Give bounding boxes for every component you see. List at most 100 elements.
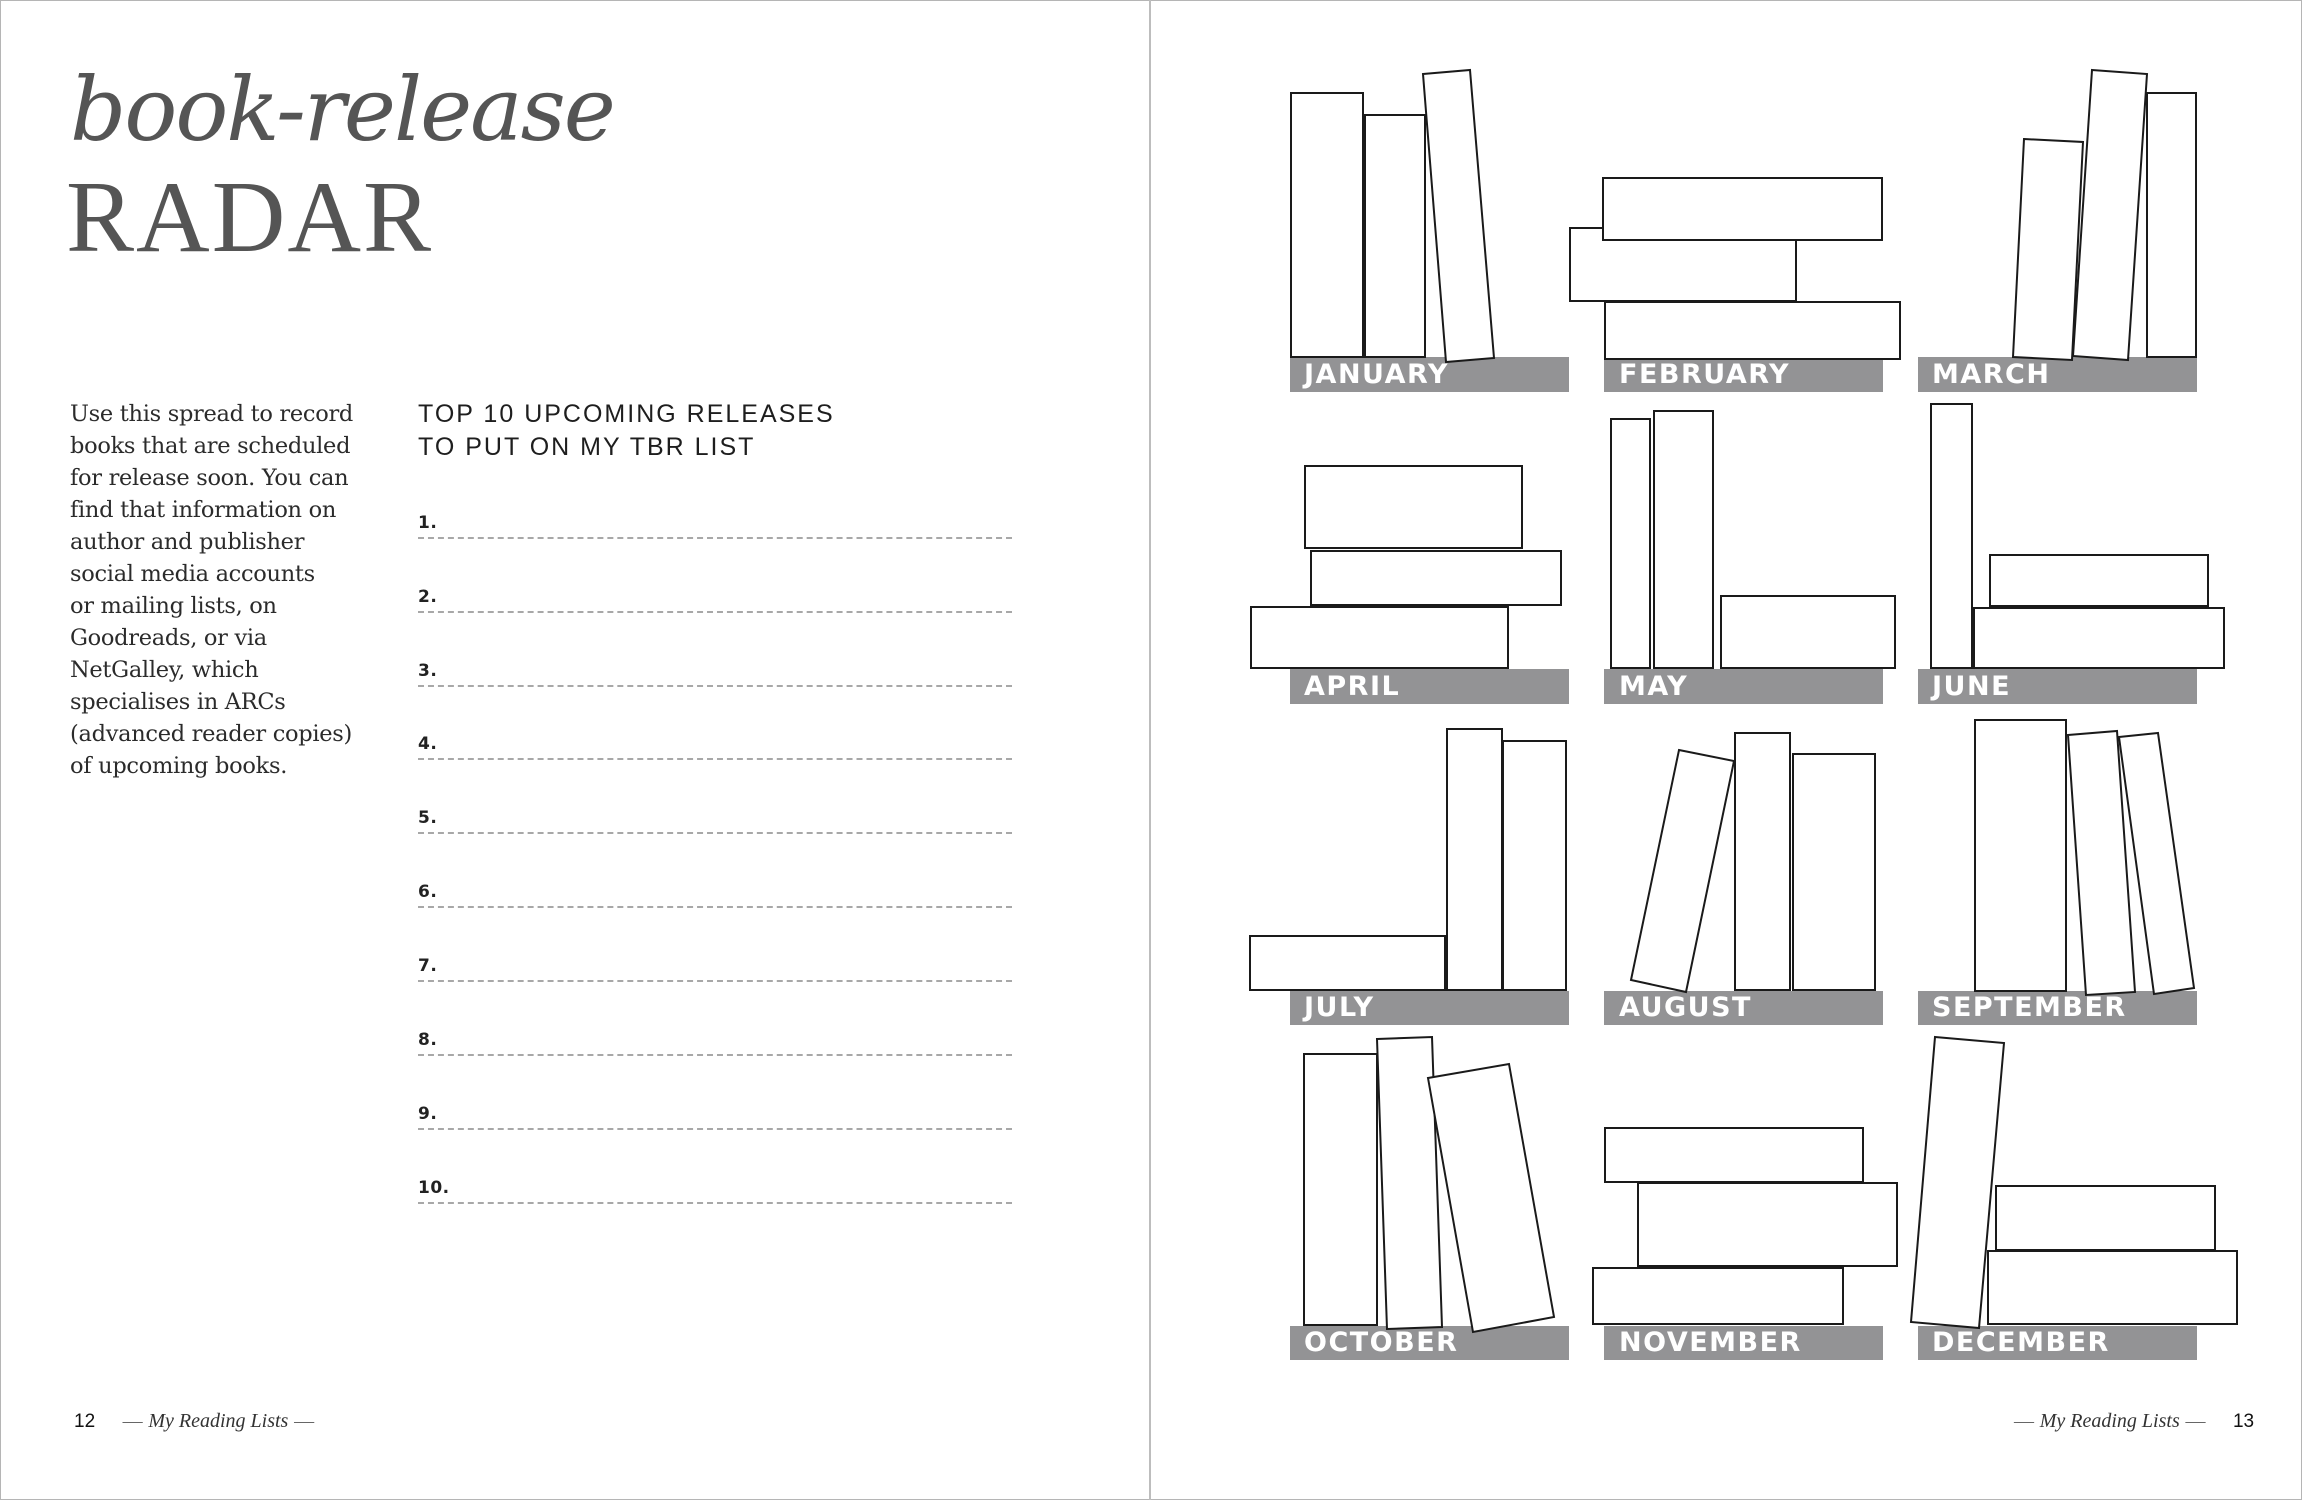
list-number: 1.	[418, 513, 438, 533]
month-label-october: OCTOBER	[1304, 1327, 1459, 1358]
book-icon	[1592, 1267, 1844, 1325]
book-icon	[1610, 418, 1651, 669]
list-number: 4.	[418, 734, 438, 754]
shelf-bar-november	[1604, 1326, 1883, 1360]
book-icon	[1629, 748, 1736, 994]
book-icon	[1421, 68, 1496, 364]
month-label-september: SEPTEMBER	[1932, 992, 2127, 1023]
intro-line: books that are scheduled	[70, 433, 351, 459]
shelf-bar-january	[1290, 357, 1569, 392]
list-number: 2.	[418, 587, 438, 607]
page-title-italic: book-release	[70, 58, 616, 161]
shelf-bar-february	[1604, 359, 1883, 392]
month-label-august: AUGUST	[1619, 992, 1752, 1023]
list-heading-line: TO PUT ON MY TBR LIST	[418, 433, 756, 461]
list-number: 9.	[418, 1104, 438, 1124]
shelf-bar-april	[1290, 669, 1569, 704]
month-label-may: MAY	[1619, 671, 1689, 702]
book-icon	[2066, 729, 2137, 997]
book-icon	[1604, 301, 1901, 360]
shelf-bars	[1290, 357, 2197, 1360]
book-icon	[1250, 606, 1509, 669]
book-icon	[2146, 92, 2197, 358]
folio-dash: —	[294, 1410, 315, 1432]
book-icon	[1375, 1035, 1444, 1331]
right-folio: — My Reading Lists — 13	[2014, 1410, 2254, 1433]
book-icon	[1734, 732, 1791, 991]
page-number: 13	[2232, 1411, 2255, 1432]
book-icon	[1249, 935, 1446, 991]
book-icon	[1973, 607, 2225, 669]
list-heading-line: TOP 10 UPCOMING RELEASES	[418, 400, 835, 428]
tbr-list-entry-3[interactable]: 3.	[418, 645, 1012, 687]
book-icon	[1303, 1053, 1378, 1326]
book-icon	[1930, 403, 1973, 669]
list-number: 3.	[418, 661, 438, 681]
intro-line: author and publisher	[70, 529, 305, 555]
month-label-january: JANUARY	[1304, 359, 1449, 390]
book-icon	[1604, 1127, 1864, 1183]
book-icon	[2011, 137, 2085, 362]
shelf-bar-july	[1290, 991, 1569, 1025]
book-icon	[1364, 114, 1426, 358]
intro-line: social media accounts	[70, 561, 315, 587]
tbr-list-entry-6[interactable]: 6.	[418, 866, 1012, 908]
book-icon	[1720, 595, 1896, 669]
page-gutter	[1149, 0, 1151, 1500]
month-label-april: APRIL	[1304, 671, 1401, 702]
tbr-list-entry-4[interactable]: 4.	[418, 718, 1012, 760]
tbr-list-entry-8[interactable]: 8.	[418, 1014, 1012, 1056]
tbr-list-entry-10[interactable]: 10.	[418, 1162, 1012, 1204]
running-head: My Reading Lists	[148, 1410, 289, 1432]
intro-line: Goodreads, or via	[70, 625, 267, 651]
tbr-list-entry-1[interactable]: 1.	[418, 497, 1012, 539]
intro-line: or mailing lists, on	[70, 593, 277, 619]
tbr-list-entry-9[interactable]: 9.	[418, 1088, 1012, 1130]
intro-line: find that information on	[70, 497, 337, 523]
list-number: 6.	[418, 882, 438, 902]
shelf-bar-december	[1918, 1326, 2197, 1360]
book-icon	[1304, 465, 1523, 549]
tbr-list-entry-7[interactable]: 7.	[418, 940, 1012, 982]
list-number: 7.	[418, 956, 438, 976]
list-heading: TOP 10 UPCOMING RELEASES TO PUT ON MY TB…	[418, 398, 835, 464]
list-number: 8.	[418, 1030, 438, 1050]
list-number: 5.	[418, 808, 438, 828]
intro-line: (advanced reader copies)	[70, 721, 352, 747]
book-icon	[1974, 719, 2067, 992]
book-icon	[1989, 554, 2209, 607]
month-label-march: MARCH	[1932, 359, 2051, 390]
book-icon	[1426, 1062, 1556, 1334]
book-icon	[1310, 550, 1562, 606]
book-icon	[1987, 1250, 2238, 1325]
list-number: 10.	[418, 1178, 450, 1198]
page-title-caps: RADAR	[66, 161, 434, 274]
folio-dash: —	[2014, 1410, 2034, 1432]
book-icon	[1653, 410, 1714, 669]
page-number: 12	[74, 1411, 96, 1432]
tbr-list-entry-2[interactable]: 2.	[418, 571, 1012, 613]
folio-dash: —	[122, 1410, 143, 1432]
book-icon	[1602, 177, 1883, 241]
intro-line: of upcoming books.	[70, 753, 288, 779]
intro-line: for release soon. You can	[70, 465, 349, 491]
left-folio: 12 — My Reading Lists —	[74, 1410, 314, 1433]
month-label-december: DECEMBER	[1932, 1327, 2110, 1358]
book-icon	[2117, 731, 2196, 996]
running-head: My Reading Lists	[2039, 1410, 2180, 1432]
shelf-bar-september	[1918, 991, 2197, 1025]
shelf-bar-march	[1918, 357, 2197, 392]
intro-line: Use this spread to record	[70, 401, 354, 427]
book-icon	[1637, 1182, 1898, 1267]
book-icon	[1446, 728, 1503, 991]
tbr-list-entry-5[interactable]: 5.	[418, 792, 1012, 834]
book-outlines	[1249, 68, 2238, 1334]
book-icon	[1792, 753, 1876, 991]
book-icon	[1995, 1185, 2216, 1251]
month-label-july: JULY	[1304, 992, 1375, 1023]
shelf-bar-may	[1604, 669, 1883, 704]
intro-line: specialises in ARCs	[70, 689, 286, 715]
month-label-june: JUNE	[1932, 671, 2012, 702]
shelf-bar-august	[1604, 991, 1883, 1025]
